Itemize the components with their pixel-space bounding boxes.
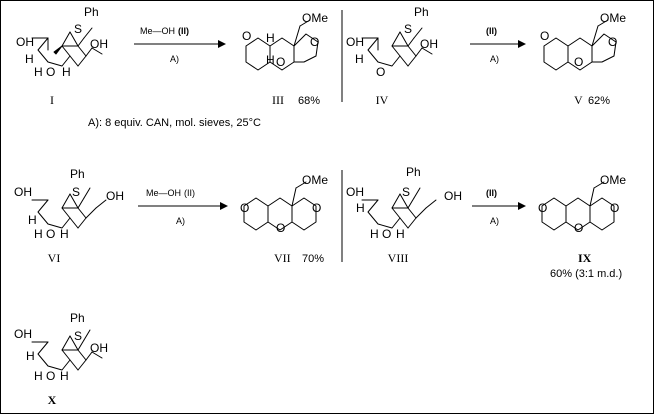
atom-ph: Ph [70,167,85,181]
arrowhead-4 [518,202,526,210]
atom-o: O [276,55,285,69]
atom-h: H [60,227,69,241]
atom-ome: OMe [600,11,626,25]
arrowhead-1 [218,40,226,48]
atom-h: H [28,213,37,227]
arrowhead-2 [518,40,526,48]
atom-s: S [404,22,412,36]
compound-label-VI: VI [48,251,61,265]
atom-o: O [276,221,285,235]
atom-o: O [242,29,251,43]
compound-label-VII: VII [274,251,291,265]
atom-h: H [34,369,43,383]
compound-label-IX: IX [578,251,592,265]
atom-s: S [72,185,80,199]
atom-o: O [46,227,55,241]
atom-h: H [62,65,71,79]
atom-o: O [608,35,617,49]
atom-h: H [266,31,275,45]
molecule-IX [541,181,615,231]
condition-1: A) [170,54,179,64]
condition-2: A) [490,54,499,64]
reagent-tag-3: (II) [184,188,195,198]
atom-o: O [574,55,583,69]
atom-o: O [310,35,319,49]
atom-oh: OH [444,189,462,203]
yield-VII: 70% [302,253,324,265]
atom-o: O [538,201,547,215]
molecule-X [31,329,103,371]
atom-s: S [74,22,82,36]
atom-o: O [312,201,321,215]
atom-oh: OH [346,35,364,49]
atom-ph: Ph [414,5,429,19]
compound-label-I: I [50,93,54,107]
condition-3: A) [176,216,185,226]
atom-h: H [34,65,43,79]
atom-oh: OH [14,327,32,341]
molecule-III [245,19,319,71]
atom-ome: OMe [302,173,328,187]
atom-h: H [355,52,364,66]
yield-IX: 60% (3:1 m.d.) [550,268,622,280]
atom-o: O [574,221,583,235]
arrowhead-3 [220,202,228,210]
atom-oh: OH [346,185,364,199]
yield-III: 68% [298,95,320,107]
atom-o: O [610,201,619,215]
atom-o: O [376,65,385,79]
molecule-VII [243,181,317,231]
atom-h: H [26,349,35,363]
reagent-3: Me—OH [146,188,181,198]
atom-oh: OH [16,35,34,49]
compound-label-IV: IV [376,93,389,107]
atom-o: O [46,369,55,383]
atom-o: O [540,29,549,43]
condition-4: A) [490,216,499,226]
molecule-VIII [361,187,437,229]
atom-oh: OH [90,341,108,355]
yield-V: 62% [588,95,610,107]
atom-ph: Ph [406,165,421,179]
molecule-VI [31,187,107,229]
compound-label-VIII: VIII [388,251,409,265]
atom-s: S [74,329,82,343]
reagent-tag-4: (II) [486,188,497,198]
compound-label-III: III [272,93,284,107]
reagent-1: Me—OH [140,26,175,36]
condition-footnote: A): 8 equiv. CAN, mol. sieves, 25°C [88,117,261,129]
atom-o: O [382,227,391,241]
atom-o: O [46,65,55,79]
molecule-I [31,27,103,67]
atom-oh: OH [420,37,438,51]
reagent-tag-1: (II) [178,26,189,36]
atom-h: H [266,53,275,67]
atom-ph: Ph [84,5,99,19]
atom-oh: OH [90,37,108,51]
atom-ome: OMe [302,11,328,25]
atom-ome: OMe [600,173,626,187]
compound-label-X: X [48,393,57,407]
atom-ph: Ph [70,311,85,325]
atom-h: H [396,227,405,241]
reagent-tag-2: (II) [486,26,497,36]
atom-oh: OH [14,185,32,199]
atom-h: H [356,201,365,215]
atom-h: H [60,369,69,383]
atom-s: S [402,185,410,199]
molecule-IV [361,27,433,67]
atom-oh: OH [106,189,124,203]
atom-o: O [240,201,249,215]
compound-label-V: V [574,93,583,107]
molecule-V [543,19,617,71]
atom-h: H [25,52,34,66]
atom-h: H [370,227,379,241]
atom-h: H [34,227,43,241]
